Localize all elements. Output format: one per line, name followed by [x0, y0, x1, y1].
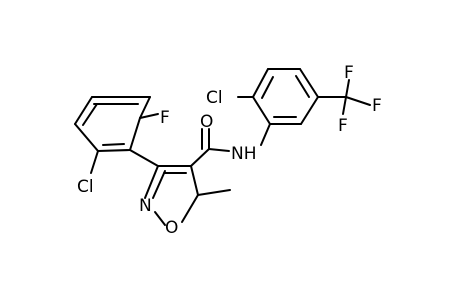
- bond: [261, 76, 274, 99]
- bond: [252, 68, 269, 98]
- chloro-trifluoromethylphenyl-ring: [237, 68, 347, 125]
- bond: [190, 148, 210, 167]
- isoxazole-nitrogen-label: N: [139, 196, 152, 216]
- bond: [181, 194, 199, 223]
- isoxazole-oxygen-label: O: [165, 218, 178, 238]
- carbonyl-oxygen-label: O: [200, 112, 213, 132]
- bond: [152, 170, 166, 199]
- bond: [154, 211, 166, 226]
- fluorine-label-cf3-bottom: F: [338, 116, 348, 136]
- bond: [190, 165, 199, 196]
- bond: [208, 148, 230, 152]
- bond: [295, 75, 310, 98]
- chlorine-label-bottom: Cl: [77, 177, 94, 197]
- bond: [260, 123, 271, 146]
- chlorine-label-top: Cl: [206, 88, 223, 108]
- bond: [345, 79, 350, 98]
- bond: [97, 149, 131, 152]
- bond: [74, 96, 93, 125]
- bond: [342, 96, 347, 115]
- bond: [345, 96, 371, 106]
- bond: [299, 68, 319, 98]
- bond: [139, 96, 151, 119]
- trifluoromethyl-group: [342, 79, 371, 115]
- bond: [144, 165, 159, 199]
- fluorine-label-aryl: F: [160, 108, 170, 128]
- bond: [197, 189, 231, 196]
- bond: [74, 123, 99, 152]
- amide-nh-label: NH: [231, 144, 257, 164]
- amide-linker: [190, 123, 271, 167]
- chlorofluorophenyl-ring: [74, 96, 159, 174]
- bond: [300, 96, 319, 125]
- bond: [82, 103, 98, 126]
- bond: [129, 117, 141, 151]
- bond: [90, 150, 99, 174]
- bond: [129, 149, 159, 167]
- bond: [102, 143, 125, 146]
- fluorine-label-cf3-right: F: [372, 96, 382, 116]
- fluorine-label-cf3-top: F: [344, 63, 354, 83]
- bond: [252, 96, 271, 125]
- isoxazole-ring: [129, 149, 231, 226]
- bond: [139, 113, 159, 119]
